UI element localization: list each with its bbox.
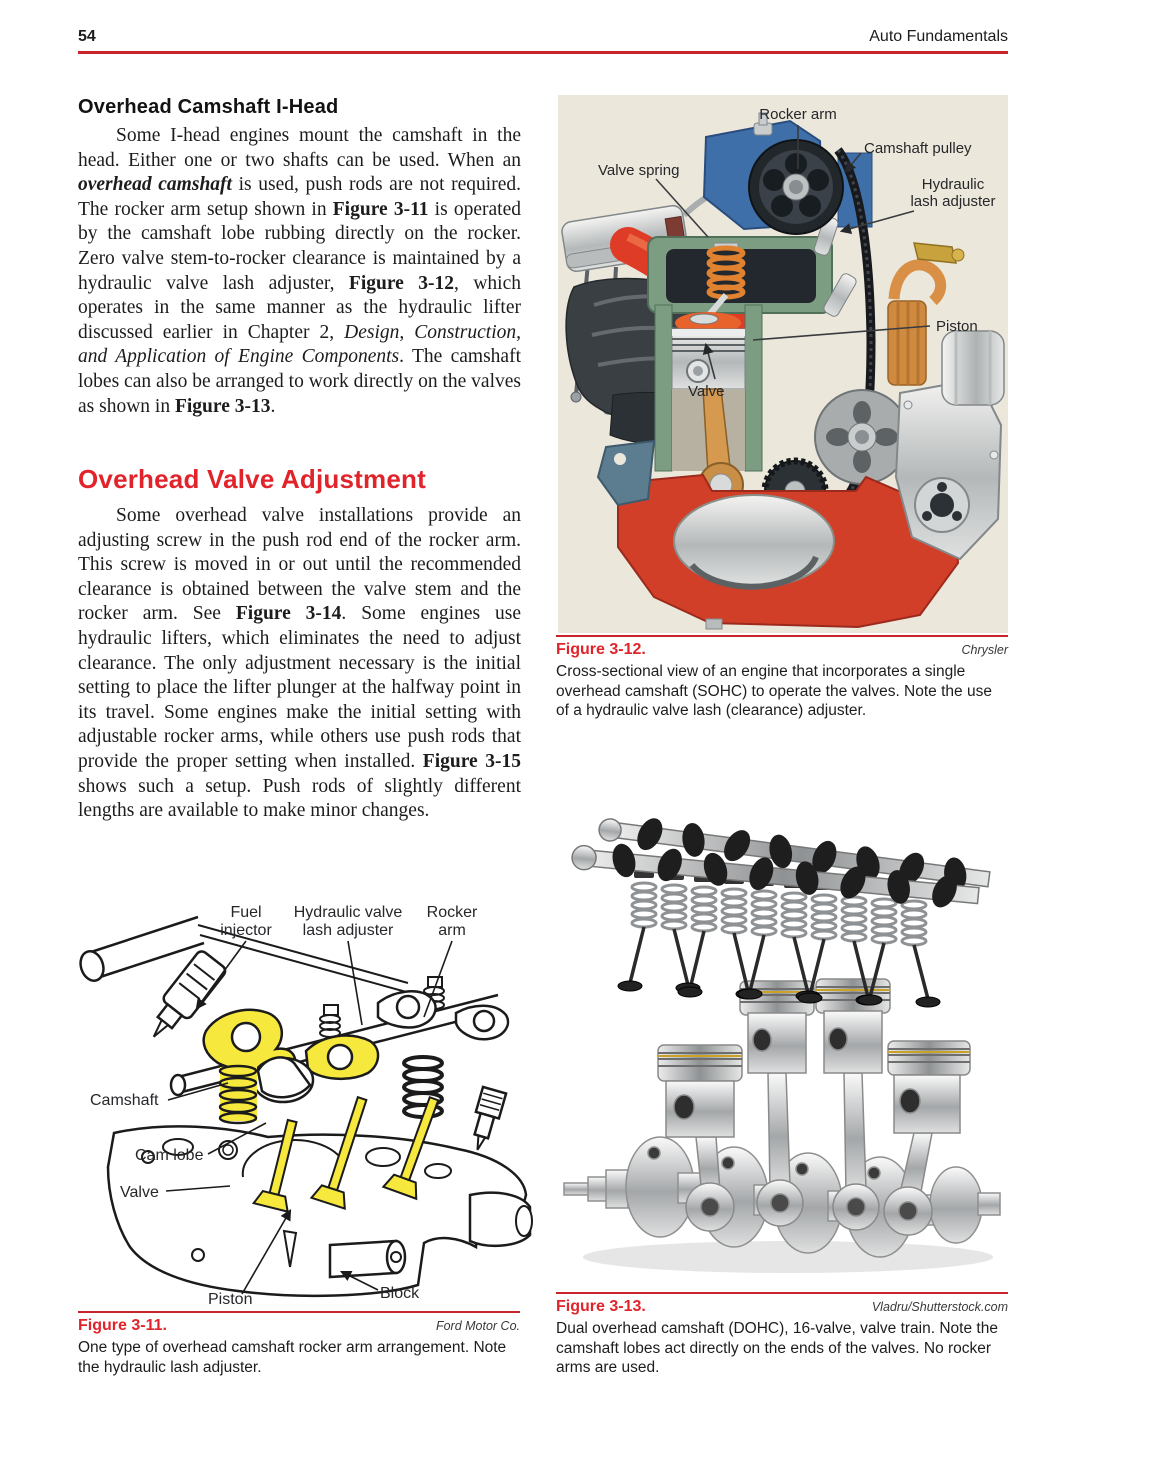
valve-label: Valve — [120, 1184, 159, 1201]
text-run: , which operates in the same manner as t… — [78, 272, 521, 343]
water-pump-graphic — [894, 377, 1003, 561]
fuel-injector-label: Fuel — [230, 904, 261, 921]
fuel-injector-label: injector — [220, 922, 272, 939]
camshafts-graphic — [571, 818, 991, 908]
rocker-arm-label: Rocker arm — [759, 106, 837, 123]
accessory-pulley-graphic — [814, 389, 910, 485]
oil-pan-graphic — [617, 473, 960, 630]
figure-3-12-credit: Chrysler — [961, 643, 1008, 657]
distributor-graphic — [887, 242, 965, 386]
pistons-and-rods-graphic — [657, 978, 971, 1236]
camshaft-label: Camshaft — [90, 1092, 159, 1109]
figure-3-11-credit: Ford Motor Co. — [435, 1319, 520, 1333]
text-run: shows such a setup. Push rods of slightl… — [78, 775, 521, 822]
heading-overhead-valve-adjustment: Overhead Valve Adjustment — [78, 464, 426, 494]
block-label: Block — [380, 1285, 420, 1302]
figure-3-11-rocker-arm-drawing: Fuel injector Hydraulic valve lash adjus… — [78, 895, 535, 1309]
text-run: is used, push rods are not required. The… — [78, 174, 521, 220]
piston-center-right — [815, 978, 891, 1074]
highlighted-valves — [251, 1095, 440, 1213]
highlighted-valve-spring — [218, 1064, 258, 1125]
photo-shadow — [583, 1241, 993, 1273]
engine-bracket-graphic — [596, 439, 656, 507]
text-run: . — [270, 395, 276, 417]
rocker-arm-label: arm — [438, 922, 466, 939]
piston-label: Piston — [936, 318, 978, 335]
camshaft-pulley-label: Camshaft pulley — [864, 140, 972, 157]
figure-3-12-reference: Figure 3-12 — [348, 272, 455, 294]
figure-3-12-callouts: Rocker arm Camshaft pulley Valve spring … — [598, 106, 996, 400]
text-run: . Some engines use hydraulic lifters, wh… — [78, 603, 521, 772]
camshaft-pulley-graphic — [748, 139, 844, 235]
valve-label: Valve — [688, 383, 724, 400]
piston-left — [657, 1044, 743, 1138]
figure-3-12-label: Figure 3-12. — [556, 641, 646, 658]
chapter-title-italic: Design, Construction, and Application of… — [78, 321, 521, 368]
valve-graphic — [706, 293, 729, 317]
figure-3-11-caption: Figure 3-11. Ford Motor Co. One type of … — [78, 1311, 520, 1377]
fuel-injector-graphic — [152, 950, 227, 1038]
figure-3-13-label: Figure 3-13. — [556, 1298, 646, 1315]
figure-3-13-reference: Figure 3-13 — [174, 395, 271, 417]
paragraph-overhead-valve-adjustment: Some overhead valve installations provid… — [78, 504, 521, 824]
figure-3-13-caption: Figure 3-13. Vladru/Shutterstock.com Dua… — [556, 1292, 1008, 1378]
spark-plug-graphic — [473, 1085, 508, 1151]
hydraulic-lash-adjuster-label: Hydraulic — [922, 176, 985, 193]
figure-3-12-caption: Figure 3-12. Chrysler Cross-sectional vi… — [556, 635, 1008, 721]
text-run: Some overhead valve installations provid… — [78, 505, 521, 625]
cam-lobe-label: Cam lobe — [135, 1147, 204, 1164]
highlighted-rocker-arms — [202, 1008, 380, 1080]
hydraulic-valve-lash-adjuster-label: Hydraulic valve — [294, 904, 403, 921]
hydraulic-lash-adjuster-label: lash adjuster — [910, 193, 995, 210]
text-run: . The camshaft lobes can also be arrange… — [78, 346, 521, 417]
figure-3-14-reference: Figure 3-14 — [235, 603, 342, 625]
figure-3-11-caption-text: One type of overhead camshaft rocker arm… — [78, 1339, 507, 1376]
hydraulic-valve-lash-adjuster-label: lash adjuster — [303, 922, 394, 939]
figure-3-11-label: Figure 3-11. — [78, 1317, 167, 1334]
figure-3-13-dohc-valvetrain-photo — [558, 745, 1008, 1290]
starter-cylinder-graphic — [941, 330, 1005, 406]
heading-overhead-camshaft-i-head: Overhead Camshaft I-Head — [78, 96, 339, 118]
camshaft-and-lobe-graphic — [251, 1056, 315, 1104]
header-rule — [78, 51, 1008, 54]
piston-label: Piston — [208, 1291, 252, 1308]
figure-3-15-reference: Figure 3-15 — [422, 750, 521, 772]
head-and-block-outline — [106, 1125, 533, 1298]
figure-3-11-reference: Figure 3-11 — [332, 198, 429, 220]
text-run: is operated by the camshaft lobe rubbing… — [78, 198, 521, 294]
piston-right — [887, 1040, 971, 1134]
valves-and-springs-graphic — [617, 871, 941, 1008]
rocker-arm-label: Rocker — [427, 904, 478, 921]
paragraph-overhead-camshaft: Some I-head engines mount the camshaft i… — [78, 124, 521, 419]
text-run: Some I-head engines mount the camshaft i… — [78, 125, 521, 171]
figure-3-13-caption-text: Dual overhead camshaft (DOHC), 16-valve,… — [556, 1320, 998, 1376]
plain-rocker-arms — [376, 990, 510, 1041]
cam-carrier-tube — [79, 915, 411, 994]
page-number: 54 — [78, 28, 96, 45]
text-run-bold-italic: overhead camshaft — [78, 174, 232, 196]
lash-adjuster-graphic — [813, 216, 857, 317]
figure-3-12-caption-text: Cross-sectional view of an engine that i… — [556, 663, 992, 719]
figure-3-13-credit: Vladru/Shutterstock.com — [871, 1300, 1008, 1314]
figure-3-11-callouts: Fuel injector Hydraulic valve lash adjus… — [90, 904, 478, 1308]
running-title: Auto Fundamentals — [869, 28, 1008, 45]
figure-3-12-engine-cutaway-illustration: Rocker arm Camshaft pulley Valve spring … — [558, 95, 1008, 633]
valve-spring-label: Valve spring — [598, 162, 679, 179]
